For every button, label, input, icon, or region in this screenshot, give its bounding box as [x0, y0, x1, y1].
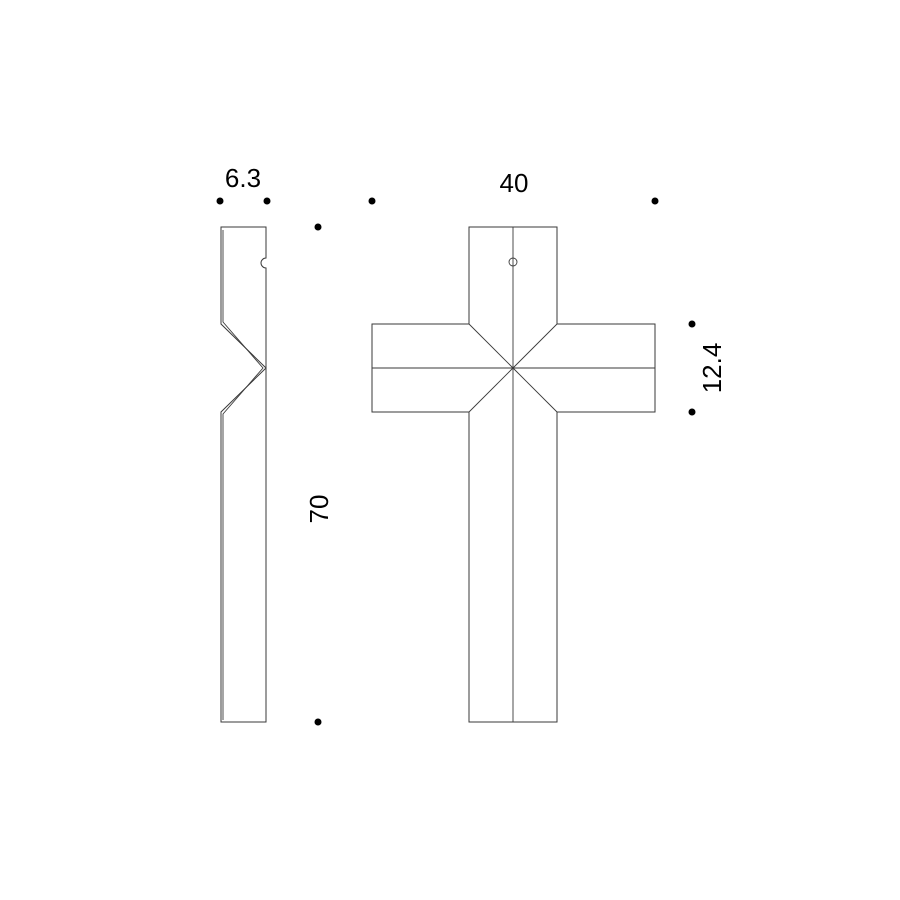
cross-outline	[371, 226, 656, 723]
width-dimension: 40	[368, 168, 659, 205]
side-view-edge-line	[222, 230, 264, 720]
side-view	[220, 226, 267, 723]
hanging-hole	[508, 257, 518, 267]
side-view-outline	[220, 226, 267, 723]
thickness-dot-left	[216, 197, 224, 205]
crossbar-dot-top	[688, 320, 696, 328]
miter-line-bottom-right	[512, 367, 558, 413]
height-dot-top	[314, 223, 322, 231]
crossbar-dot-bottom	[688, 408, 696, 416]
height-dot-bottom	[314, 718, 322, 726]
thickness-label: 6.3	[225, 163, 261, 193]
crossbar-height-label: 12.4	[697, 343, 727, 394]
thickness-dot-right	[263, 197, 271, 205]
height-label: 70	[304, 495, 334, 524]
crossbar-dimension: 12.4	[688, 320, 727, 416]
width-dot-right	[651, 197, 659, 205]
miter-line-top-left	[468, 323, 514, 369]
width-label: 40	[500, 168, 529, 198]
front-view	[371, 226, 656, 723]
thickness-dimension: 6.3	[216, 163, 271, 205]
miter-line-bottom-left	[468, 367, 514, 413]
height-dimension: 70	[304, 223, 334, 726]
width-dot-left	[368, 197, 376, 205]
miter-line-top-right	[512, 323, 558, 369]
